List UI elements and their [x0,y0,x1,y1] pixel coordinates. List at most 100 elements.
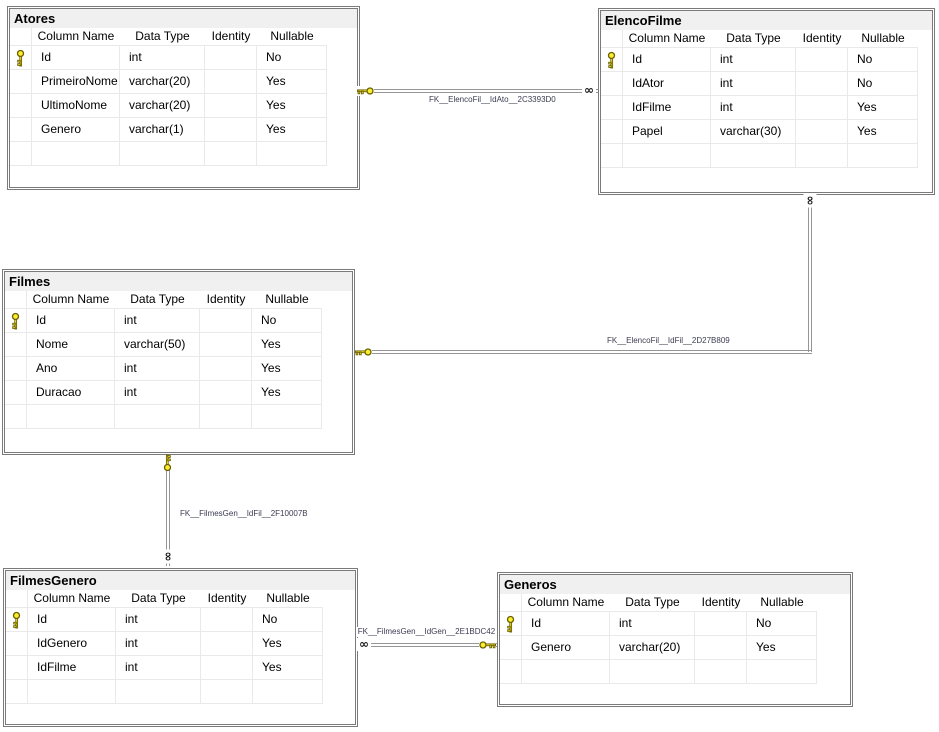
data-type-cell[interactable] [115,405,200,429]
row-selector[interactable] [500,636,522,660]
row-selector[interactable] [6,656,28,680]
nullable-cell[interactable] [253,680,323,704]
row-selector[interactable] [6,680,28,704]
data-type-cell[interactable]: int [610,612,695,636]
table-row[interactable]: Duracao int Yes [5,381,322,405]
table-generos[interactable]: Generos Column Name Data Type Identity N… [497,572,853,707]
column-name-cell[interactable]: Genero [522,636,610,660]
nullable-cell[interactable]: No [257,46,327,70]
nullable-cell[interactable]: No [747,612,817,636]
identity-cell[interactable] [205,142,257,166]
table-row[interactable]: Id int No [6,608,323,632]
nullable-cell[interactable]: No [253,608,323,632]
nullable-cell[interactable]: No [848,72,918,96]
relationship-line-elenco-idator[interactable] [360,89,598,93]
row-selector[interactable] [601,48,623,72]
nullable-cell[interactable]: Yes [252,381,322,405]
empty-row[interactable] [500,660,817,684]
nullable-cell[interactable]: Yes [252,333,322,357]
data-type-cell[interactable]: int [116,632,201,656]
nullable-cell[interactable]: Yes [848,96,918,120]
column-name-cell[interactable]: Id [32,46,120,70]
table-title-filmes[interactable]: Filmes [5,272,352,291]
identity-cell[interactable] [200,357,252,381]
row-selector[interactable] [5,357,27,381]
column-name-cell[interactable]: IdGenero [28,632,116,656]
column-name-cell[interactable]: Genero [32,118,120,142]
table-row[interactable]: Id int No [5,309,322,333]
table-row[interactable]: Nome varchar(50) Yes [5,333,322,357]
identity-cell[interactable] [695,660,747,684]
table-row[interactable]: Id int No [10,46,327,70]
nullable-cell[interactable]: Yes [252,357,322,381]
column-name-cell[interactable]: IdFilme [623,96,711,120]
nullable-cell[interactable]: Yes [747,636,817,660]
table-row[interactable]: IdGenero int Yes [6,632,323,656]
nullable-cell[interactable]: No [252,309,322,333]
data-type-cell[interactable] [610,660,695,684]
row-selector[interactable] [5,381,27,405]
relationship-line-filmesgen-idgenero[interactable] [358,643,497,647]
column-name-cell[interactable] [27,405,115,429]
identity-cell[interactable] [205,70,257,94]
column-name-cell[interactable]: Duracao [27,381,115,405]
data-type-cell[interactable]: varchar(20) [120,70,205,94]
column-name-cell[interactable] [32,142,120,166]
data-type-cell[interactable]: int [711,72,796,96]
column-name-cell[interactable]: Ano [27,357,115,381]
empty-row[interactable] [10,142,327,166]
identity-cell[interactable] [201,680,253,704]
data-type-cell[interactable]: varchar(20) [610,636,695,660]
column-name-cell[interactable]: Id [27,309,115,333]
empty-row[interactable] [6,680,323,704]
table-row[interactable]: Ano int Yes [5,357,322,381]
column-name-cell[interactable]: UltimoNome [32,94,120,118]
column-name-cell[interactable]: Id [28,608,116,632]
row-selector[interactable] [601,96,623,120]
row-selector[interactable] [5,405,27,429]
table-atores[interactable]: Atores Column Name Data Type Identity Nu… [7,6,360,190]
column-name-cell[interactable]: IdFilme [28,656,116,680]
nullable-cell[interactable] [747,660,817,684]
relationship-line-filmesgen-idfilme[interactable] [166,457,170,566]
data-type-cell[interactable] [711,144,796,168]
row-selector[interactable] [10,94,32,118]
data-type-cell[interactable]: int [115,381,200,405]
table-row[interactable]: Id int No [601,48,918,72]
identity-cell[interactable] [200,333,252,357]
table-filmes[interactable]: Filmes Column Name Data Type Identity Nu… [2,269,355,455]
nullable-cell[interactable]: Yes [848,120,918,144]
row-selector[interactable] [500,660,522,684]
table-row[interactable]: PrimeiroNome varchar(20) Yes [10,70,327,94]
identity-cell[interactable] [695,612,747,636]
data-type-cell[interactable]: int [115,357,200,381]
identity-cell[interactable] [201,632,253,656]
identity-cell[interactable] [205,46,257,70]
row-selector[interactable] [6,608,28,632]
identity-cell[interactable] [796,96,848,120]
identity-cell[interactable] [796,48,848,72]
empty-row[interactable] [601,144,918,168]
row-selector[interactable] [10,142,32,166]
table-title-elencofilme[interactable]: ElencoFilme [601,11,932,30]
nullable-cell[interactable]: Yes [257,94,327,118]
identity-cell[interactable] [200,405,252,429]
row-selector[interactable] [10,70,32,94]
column-name-cell[interactable]: PrimeiroNome [32,70,120,94]
identity-cell[interactable] [796,120,848,144]
identity-cell[interactable] [201,656,253,680]
table-row[interactable]: IdAtor int No [601,72,918,96]
data-type-cell[interactable]: varchar(50) [115,333,200,357]
identity-cell[interactable] [205,118,257,142]
table-title-filmesgenero[interactable]: FilmesGenero [6,571,355,590]
column-name-cell[interactable]: Id [623,48,711,72]
column-name-cell[interactable]: IdAtor [623,72,711,96]
row-selector[interactable] [601,72,623,96]
table-title-atores[interactable]: Atores [10,9,357,28]
table-row[interactable]: Genero varchar(20) Yes [500,636,817,660]
relationship-line-elenco-idfilme[interactable] [808,196,812,352]
table-row[interactable]: IdFilme int Yes [6,656,323,680]
data-type-cell[interactable] [120,142,205,166]
nullable-cell[interactable]: No [848,48,918,72]
